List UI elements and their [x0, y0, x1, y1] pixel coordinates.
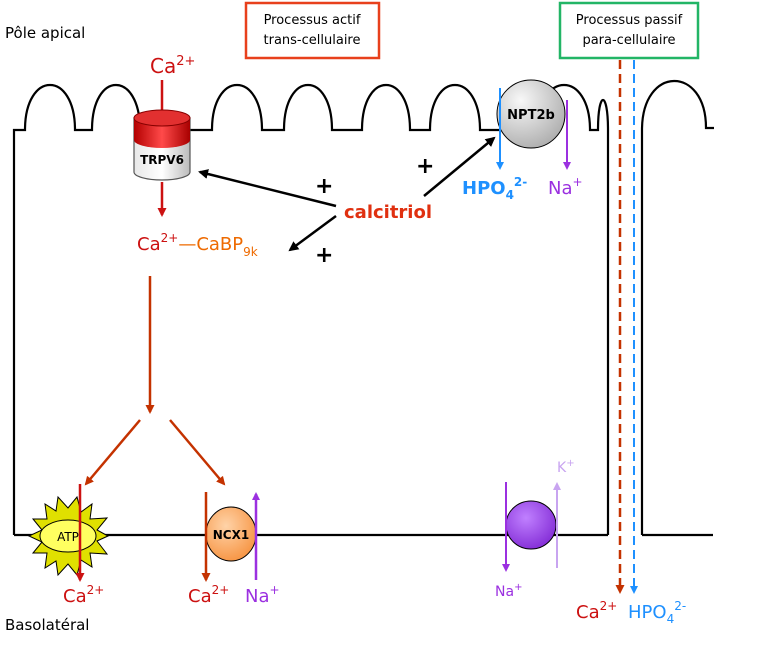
active-process-line2: trans-cellulaire [264, 33, 361, 48]
trpv6-channel: TRPV6 [133, 109, 191, 181]
paracellular-ca-label: Ca2+ [576, 599, 617, 623]
pump-na-label: Na+ [495, 582, 522, 600]
npt2b-transporter [496, 79, 566, 149]
trpv6-label: TRPV6 [140, 153, 184, 167]
atp-pump: ATP [27, 495, 110, 577]
na-k-pump [505, 500, 557, 550]
apical-ca-label: Ca2+ [150, 54, 195, 78]
apical-hpo4-label: HPO42- [462, 175, 527, 202]
plus-cabp: + [315, 243, 333, 268]
basolateral-na-ncx1-label: Na+ [245, 583, 280, 607]
plus-npt2b: + [416, 154, 434, 179]
active-process-line1: Processus actif [264, 13, 361, 28]
pump-k-label: K+ [557, 458, 575, 476]
apical-pole-label: Pôle apical [5, 24, 85, 42]
cytoplasmic-transfer-arrows [84, 276, 226, 486]
passive-process-box [558, 1, 700, 60]
basolateral-ca-ncx1-label: Ca2+ [188, 583, 229, 607]
basolateral-ca-atp-label: Ca2+ [63, 583, 104, 607]
calcitriol-to-npt2b-arrow [423, 136, 496, 197]
apical-na-label: Na+ [548, 175, 583, 199]
atp-label: ATP [57, 530, 79, 544]
active-process-box [244, 1, 381, 60]
paracellular-hpo4-label: HPO42- [628, 599, 686, 626]
calcitriol-to-trpv6-arrow [198, 169, 337, 208]
ca-cabp-complex-label: Ca2+—CaBP9k [137, 231, 258, 259]
calcitriol-to-cabp-arrow [288, 214, 337, 252]
npt2b-label: NPT2b [507, 108, 555, 123]
plus-trpv6: + [315, 174, 333, 199]
neighbor-cell-membrane [640, 79, 714, 537]
basolateral-label: Basolatéral [5, 616, 89, 634]
cell-membrane [12, 83, 610, 537]
calcitriol-label: calcitriol [344, 202, 432, 223]
passive-process-line2: para-cellulaire [582, 33, 675, 48]
passive-process-line1: Processus passif [576, 13, 683, 28]
ncx1-label: NCX1 [213, 528, 249, 542]
